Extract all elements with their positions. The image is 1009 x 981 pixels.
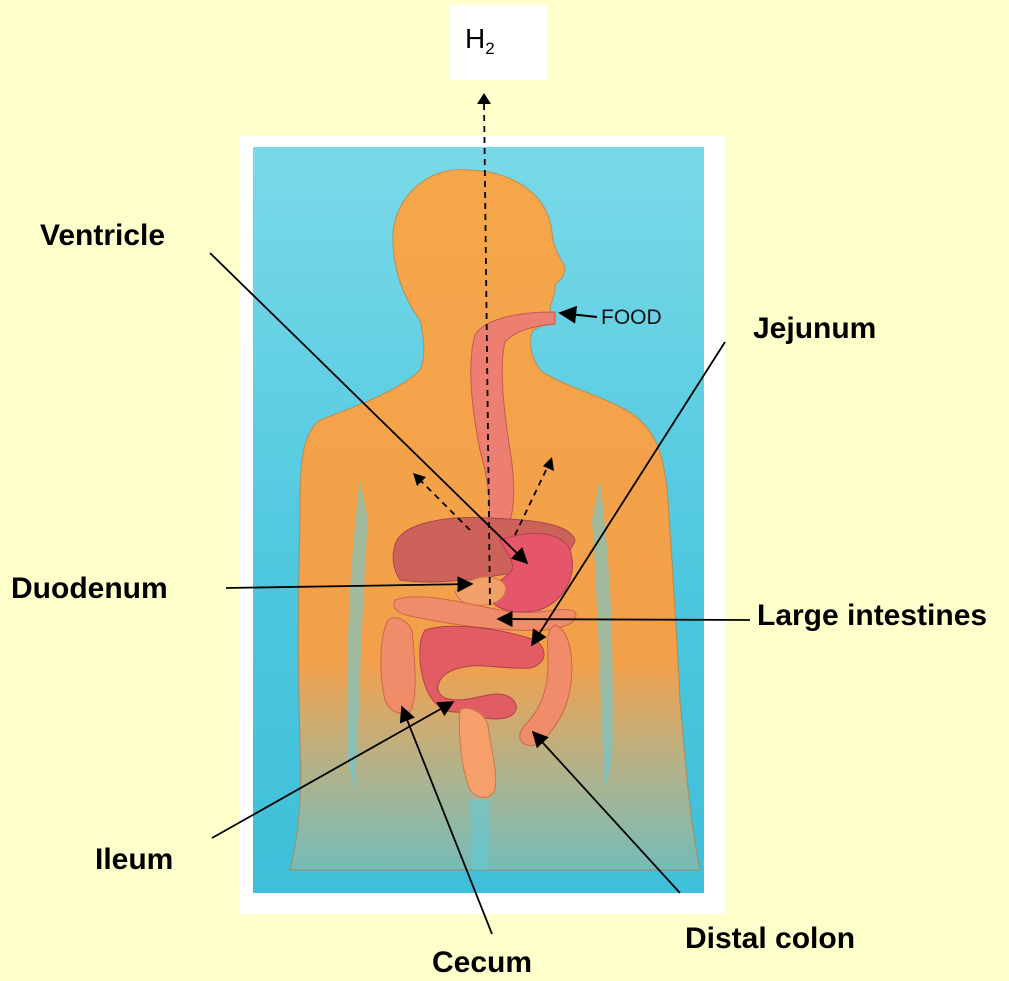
label-duodenum: Duodenum: [11, 574, 168, 604]
h2-label: H2: [465, 25, 495, 57]
label-jejunum: Jejunum: [753, 314, 876, 344]
label-large-intestines: Large intestines: [757, 601, 987, 631]
h2-base: H: [465, 23, 485, 54]
label-cecum: Cecum: [432, 948, 532, 978]
h2-box: [449, 5, 547, 80]
large-intestines-leader: [498, 619, 750, 620]
leg-gap: [470, 800, 490, 870]
h2-arrowhead: [477, 93, 491, 104]
label-ventricle: Ventricle: [40, 221, 165, 251]
label-ileum: Ileum: [95, 845, 173, 875]
h2-subscript: 2: [485, 39, 494, 58]
label-distal-colon: Distal colon: [685, 924, 855, 954]
food-label: FOOD: [601, 307, 662, 328]
ascending-colon: [381, 618, 415, 714]
